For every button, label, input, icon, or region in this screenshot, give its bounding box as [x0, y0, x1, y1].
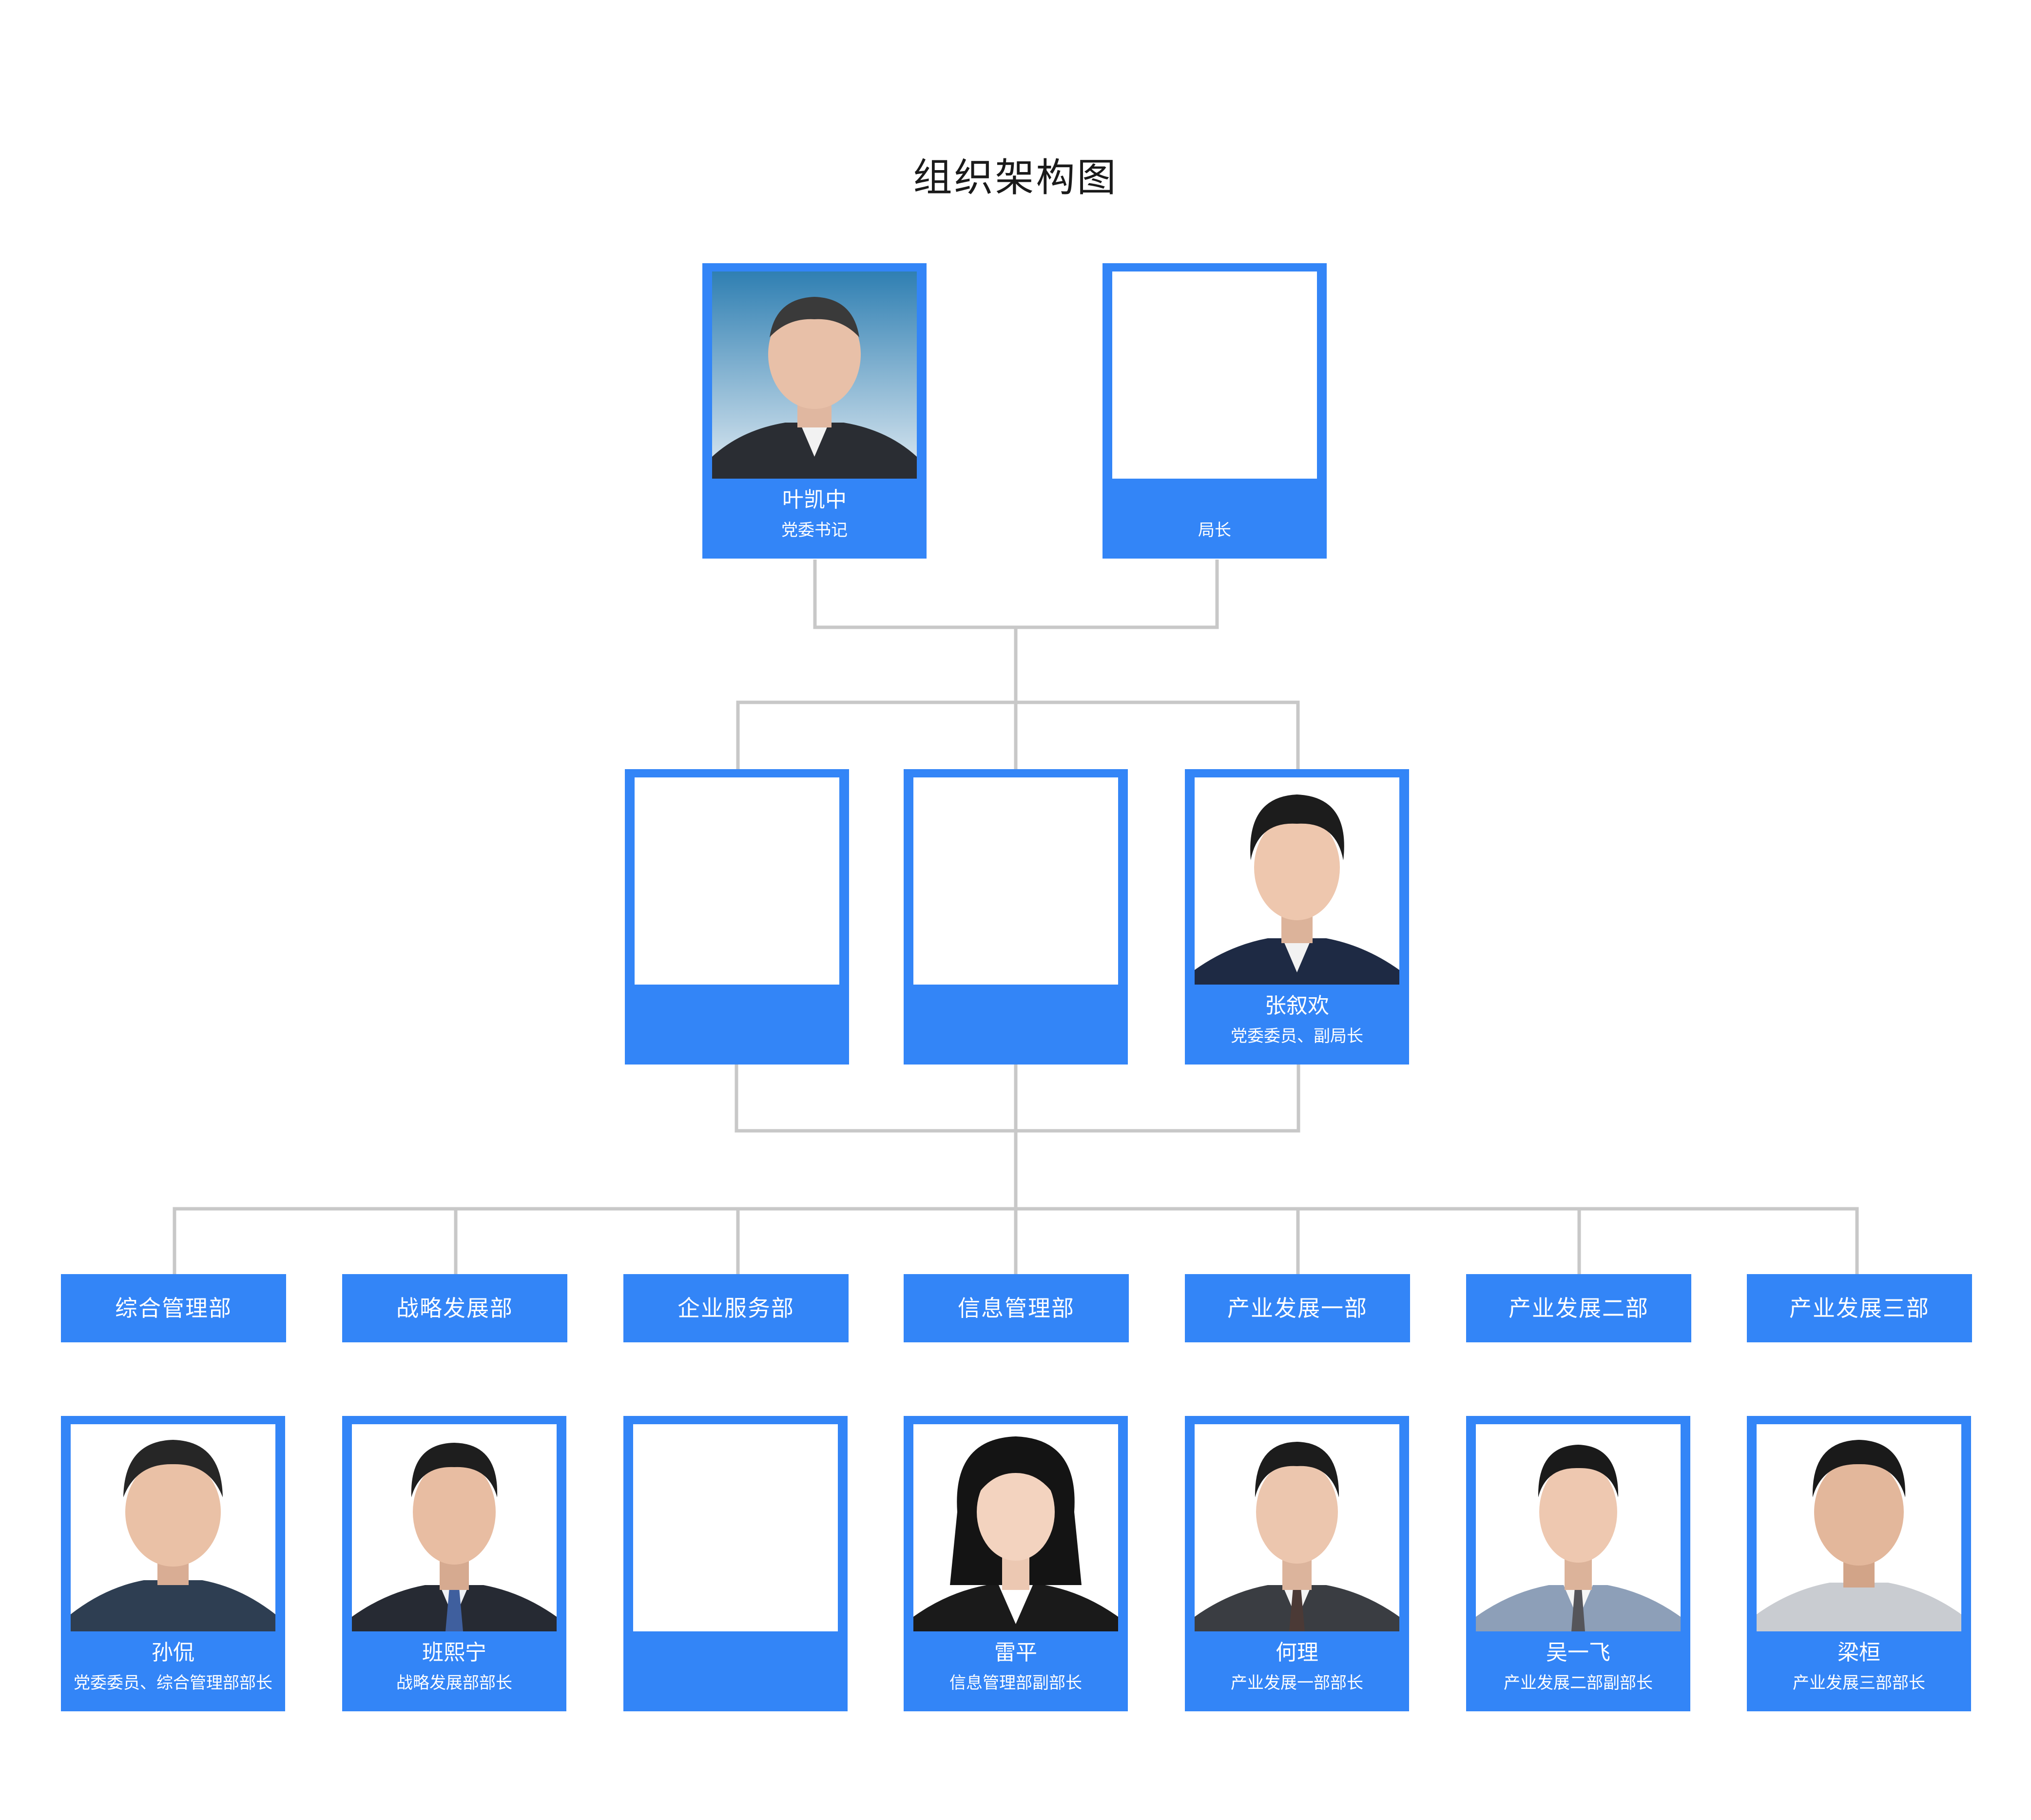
- leader-card-party-secretary: 叶凯中 党委书记: [702, 263, 927, 559]
- person-name: 梁桓: [1838, 1640, 1880, 1665]
- person-photo: [71, 1424, 275, 1631]
- head-card-5: 何理 产业发展一部部长: [1185, 1416, 1409, 1711]
- photo-placeholder: [633, 1424, 838, 1631]
- person-title: 产业发展一部部长: [1231, 1673, 1363, 1693]
- head-card-3: [623, 1416, 848, 1711]
- person-name: 叶凯中: [782, 487, 847, 512]
- page-title: 组织架构图: [913, 155, 1118, 200]
- person-name: 雷平: [994, 1640, 1037, 1665]
- person-name: 班熙宁: [422, 1640, 486, 1665]
- deputy-card-2: [904, 769, 1128, 1065]
- department-box: 综合管理部: [61, 1274, 286, 1342]
- person-photo: [712, 271, 917, 479]
- person-name: 张叙欢: [1265, 993, 1329, 1018]
- person-photo: [913, 1424, 1118, 1631]
- head-card-2: 班熙宁 战略发展部部长: [342, 1416, 566, 1711]
- person-title: 局长: [1198, 521, 1231, 540]
- person-title: 信息管理部副部长: [949, 1673, 1082, 1693]
- photo-placeholder: [913, 777, 1118, 985]
- person-title: 战略发展部部长: [396, 1673, 512, 1693]
- person-title: 党委委员、副局长: [1231, 1026, 1363, 1046]
- person-title: 产业发展三部部长: [1793, 1673, 1925, 1693]
- head-card-6: 吴一飞 产业发展二部副部长: [1466, 1416, 1690, 1711]
- department-box: 产业发展一部: [1185, 1274, 1410, 1342]
- person-name: 吴一飞: [1546, 1640, 1610, 1665]
- leader-card-director: 局长: [1103, 263, 1327, 559]
- photo-placeholder: [635, 777, 839, 985]
- person-photo: [1476, 1424, 1681, 1631]
- person-photo: [1195, 1424, 1399, 1631]
- person-photo: [352, 1424, 557, 1631]
- person-photo: [1757, 1424, 1961, 1631]
- department-box: 企业服务部: [623, 1274, 849, 1342]
- department-box: 产业发展二部: [1466, 1274, 1691, 1342]
- deputy-card-3: 张叙欢 党委委员、副局长: [1185, 769, 1409, 1065]
- head-card-7: 梁桓 产业发展三部部长: [1747, 1416, 1971, 1711]
- head-card-1: 孙侃 党委委员、综合管理部部长: [61, 1416, 285, 1711]
- head-card-4: 雷平 信息管理部副部长: [904, 1416, 1128, 1711]
- department-box: 战略发展部: [342, 1274, 567, 1342]
- department-box: 产业发展三部: [1747, 1274, 1972, 1342]
- department-box: 信息管理部: [904, 1274, 1129, 1342]
- deputy-card-1: [625, 769, 849, 1065]
- person-name: 何理: [1276, 1640, 1318, 1665]
- person-title: 产业发展二部副部长: [1504, 1673, 1653, 1693]
- person-photo: [1195, 777, 1399, 985]
- person-title: 党委书记: [781, 521, 848, 540]
- connector-deputies: [736, 700, 1300, 769]
- photo-placeholder: [1112, 271, 1317, 479]
- person-title: 党委委员、综合管理部部长: [74, 1673, 272, 1693]
- person-name: 孙侃: [152, 1640, 194, 1665]
- connector-leaders: [813, 560, 1219, 629]
